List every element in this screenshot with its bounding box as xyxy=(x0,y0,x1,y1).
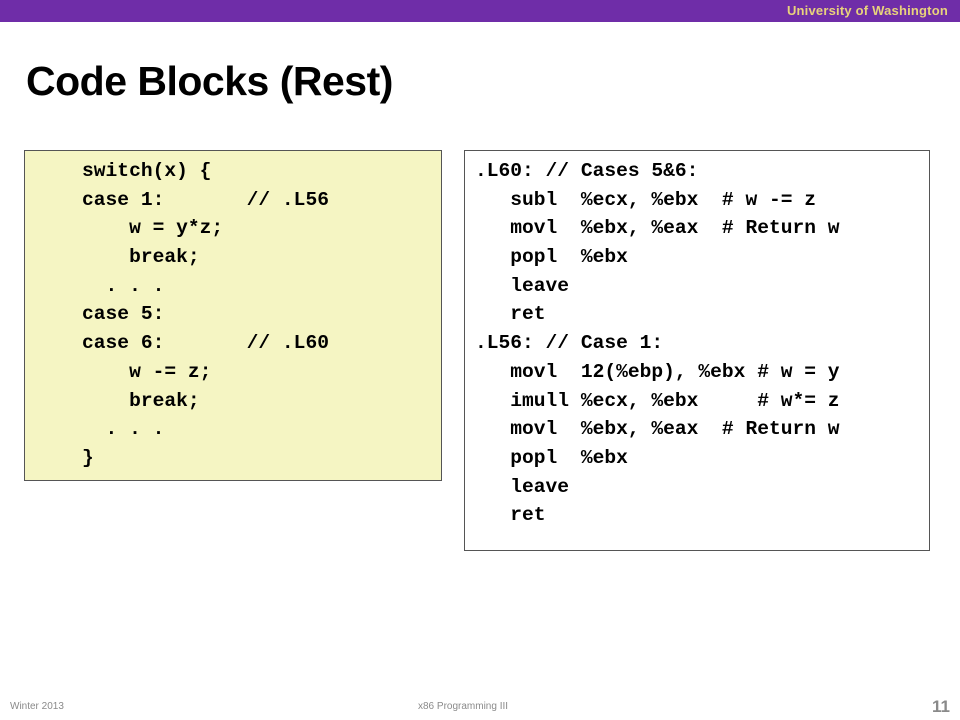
code-line: imull %ecx, %ebx # w*= z xyxy=(475,389,840,412)
assembly-code-block: .L60: // Cases 5&6: subl %ecx, %ebx # w … xyxy=(464,150,930,551)
code-line: break; xyxy=(35,389,200,412)
page-title: Code Blocks (Rest) xyxy=(26,58,393,104)
footer-term: Winter 2013 xyxy=(10,701,64,712)
code-line: popl %ebx xyxy=(475,246,628,269)
code-line: case 6: // .L60 xyxy=(35,332,329,355)
code-line: movl %ebx, %eax # Return w xyxy=(475,217,840,240)
code-line: movl %ebx, %eax # Return w xyxy=(475,418,840,441)
code-line: leave xyxy=(475,475,570,498)
code-line: ret xyxy=(475,504,546,527)
footer-course-topic: x86 Programming III xyxy=(418,701,509,712)
code-line: .L56: // Case 1: xyxy=(475,332,664,355)
code-line: w = y*z; xyxy=(35,217,224,240)
code-line: leave xyxy=(475,274,570,297)
code-line: . . . xyxy=(35,274,165,297)
c-code-block: switch(x) { case 1: // .L56 w = y*z; bre… xyxy=(24,150,442,481)
code-line: popl %ebx xyxy=(475,446,628,469)
code-line: .L60: // Cases 5&6: xyxy=(475,160,699,182)
code-line: ret xyxy=(475,303,546,326)
code-line: movl 12(%ebp), %ebx # w = y xyxy=(475,360,840,383)
code-line: switch(x) { xyxy=(35,160,212,182)
code-line: } xyxy=(35,446,94,469)
page-number: 11 xyxy=(932,697,950,716)
code-line: break; xyxy=(35,246,200,269)
institution-name: University of Washington xyxy=(786,3,948,18)
header-bar: University of Washington xyxy=(0,0,960,22)
code-line: subl %ecx, %ebx # w -= z xyxy=(475,188,816,211)
code-line: . . . xyxy=(35,418,165,441)
code-line: case 5: xyxy=(35,303,165,326)
code-line: w -= z; xyxy=(35,360,212,383)
code-line: case 1: // .L56 xyxy=(35,188,329,211)
